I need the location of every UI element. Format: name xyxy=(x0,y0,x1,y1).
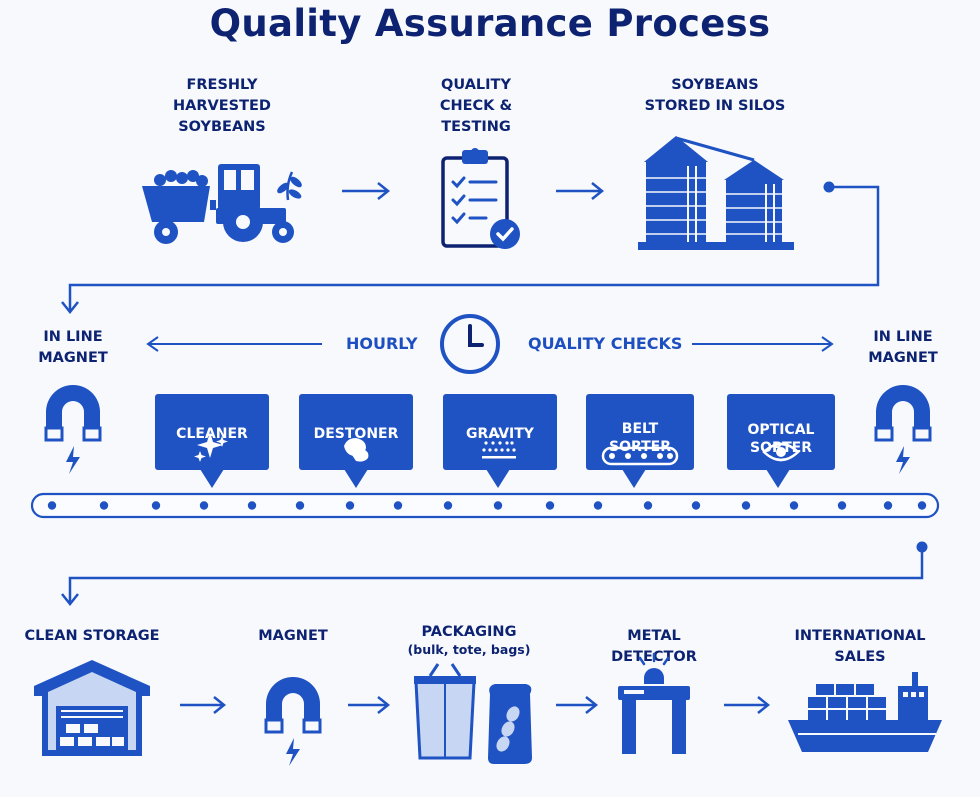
left-magnet-label: IN LINE MAGNET xyxy=(38,329,108,366)
magnet-icon xyxy=(264,677,322,766)
connector-line xyxy=(61,181,880,315)
page-title: Quality Assurance Process xyxy=(209,2,771,45)
arrow-right-icon xyxy=(692,336,834,352)
arrow-right-icon xyxy=(556,696,599,714)
right-magnet-label: IN LINE MAGNET xyxy=(868,329,938,366)
clipboard-check-icon xyxy=(441,148,520,249)
packaging-icon xyxy=(414,663,532,764)
packaging-label: PACKAGING xyxy=(421,624,517,640)
arrow-right-icon xyxy=(180,696,227,714)
station-destoner: DESTONER xyxy=(299,394,413,470)
station-label: CLEANER xyxy=(176,426,248,442)
quality-check-label: QUALITY CHECK & TESTING xyxy=(439,77,513,135)
magnet-label: MAGNET xyxy=(258,628,328,644)
clean-storage-label: CLEAN STORAGE xyxy=(24,628,160,644)
station-label: DESTONER xyxy=(313,426,399,442)
warehouse-icon xyxy=(34,660,150,756)
stones-icon xyxy=(344,438,369,462)
arrow-right-icon xyxy=(342,182,391,200)
belt-icon xyxy=(601,446,679,466)
arrow-left-icon xyxy=(146,336,322,352)
international-sales-label: INTERNATIONAL SALES xyxy=(794,628,926,665)
station-cleaner: CLEANER xyxy=(155,394,269,470)
sparkle-icon xyxy=(194,432,228,462)
magnet-icon xyxy=(874,385,932,474)
station-overlays xyxy=(194,432,800,488)
magnet-icon xyxy=(44,385,102,474)
arrow-right-icon xyxy=(348,696,391,714)
harvest-label: FRESHLY HARVESTED SOYBEANS xyxy=(173,77,271,135)
conveyor-belt xyxy=(30,492,940,519)
station-label: GRAVITY xyxy=(466,426,534,442)
gravity-icon xyxy=(482,434,516,459)
arrow-right-icon xyxy=(724,696,771,714)
clock-icon xyxy=(440,314,500,374)
connector-line xyxy=(61,541,928,607)
metal-detector-icon xyxy=(618,652,690,754)
eye-icon xyxy=(762,442,800,462)
cargo-ship-icon xyxy=(788,672,942,752)
packaging-sub-label: (bulk, tote, bags) xyxy=(407,642,531,657)
arrow-right-icon xyxy=(556,182,605,200)
silos-label: SOYBEANS STORED IN SILOS xyxy=(644,77,786,114)
hourly-label: HOURLY xyxy=(346,334,418,353)
quality-checks-label: QUALITY CHECKS xyxy=(528,334,683,353)
silos-icon xyxy=(638,136,794,250)
tractor-icon xyxy=(142,164,302,244)
